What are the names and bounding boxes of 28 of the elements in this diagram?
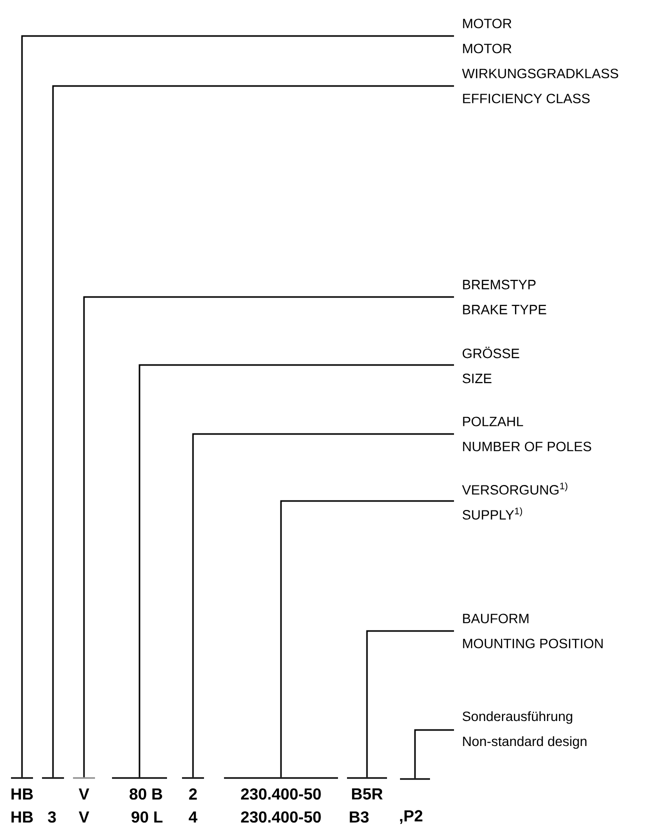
type-code: V bbox=[78, 812, 90, 822]
label-text: Sonderausführung Non-standard design bbox=[462, 711, 586, 749]
type-code: 80 B bbox=[130, 788, 162, 800]
label-text: WIRKUNGSGRADKLASS EFFICIENCY CLASS bbox=[462, 68, 618, 104]
leader-line bbox=[366, 630, 454, 778]
leader-line bbox=[192, 433, 454, 778]
type-code: HB bbox=[12, 812, 33, 822]
type-code: ,P2 bbox=[400, 810, 422, 824]
type-code: 230.400-50 bbox=[241, 811, 321, 823]
label-text: BREMSTYP BRAKE TYPE bbox=[463, 280, 546, 314]
label-text: POLZAHL NUMBER OF POLES bbox=[463, 416, 592, 452]
label-text: MOTOR MOTOR bbox=[463, 18, 512, 54]
type-code: 90 L bbox=[132, 811, 162, 823]
type-code: 3 bbox=[48, 811, 56, 823]
type-code: B3 bbox=[350, 811, 369, 823]
label-text: BAUFORM MOUNTING POSITION bbox=[463, 614, 603, 648]
type-code: 4 bbox=[188, 812, 198, 822]
leader-line bbox=[138, 364, 454, 778]
leader-line bbox=[83, 296, 454, 778]
type-code: B5R bbox=[352, 788, 383, 800]
type-code: V bbox=[78, 788, 90, 800]
label-text: VERSORGUNG$^{1)}$ SUPPLY$^{1)}$ bbox=[462, 482, 568, 520]
leader-line bbox=[414, 729, 454, 778]
type-code: HB bbox=[12, 788, 33, 800]
leader-line bbox=[280, 500, 454, 778]
label-text: GRÖSSE SIZE bbox=[462, 346, 520, 384]
type-code: 230.400-50 bbox=[241, 788, 321, 800]
type-code: 2 bbox=[189, 788, 197, 800]
